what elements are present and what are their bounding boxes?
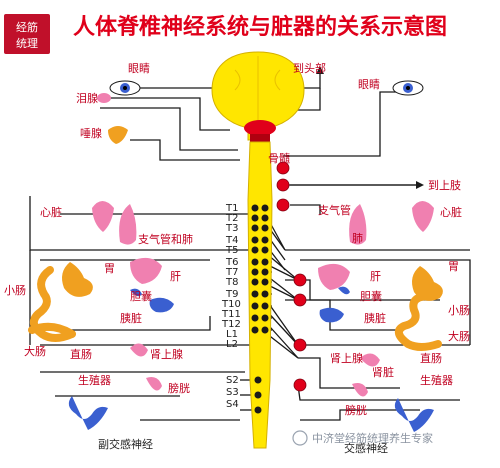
watermark: 中济堂经筋统理养生专家 xyxy=(292,430,433,446)
vertebra-labels: T1 T2 T3 T4 T5 T6 T7 T8 T9 T10 T11 T12 L… xyxy=(221,203,241,410)
small-intestine-right-icon xyxy=(394,292,442,351)
label-rectum-left: 直肠 xyxy=(70,347,92,361)
vertebra-S3: S3 xyxy=(226,387,239,398)
heart-left-icon xyxy=(92,201,114,232)
lung-left-icon xyxy=(119,204,137,245)
reproductive-right-icon xyxy=(394,398,434,432)
vertebra-T7: T7 xyxy=(225,267,238,278)
gallbladder-left-icon xyxy=(130,288,142,297)
label-heart-right: 心脏 xyxy=(440,206,462,219)
vertebra-T6: T6 xyxy=(225,257,238,268)
heart-right-icon xyxy=(412,201,434,232)
label-small-intestine-right: 小肠 xyxy=(448,304,470,317)
pancreas-right-icon xyxy=(319,307,344,323)
adrenal-left-icon xyxy=(130,343,148,357)
vertebra-L2: L2 xyxy=(226,339,238,350)
label-bronchus-right: 支气管 xyxy=(318,203,351,217)
ganglia xyxy=(276,161,307,392)
vertebra-T10: T10 xyxy=(221,299,241,310)
label-liver-right: 肝 xyxy=(370,270,381,283)
label-stomach-right: 胃 xyxy=(448,260,459,273)
vertebra-T11: T11 xyxy=(221,309,241,320)
vertebra-T5: T5 xyxy=(225,245,238,256)
label-heart-left: 心脏 xyxy=(40,206,62,219)
svg-text:统理: 统理 xyxy=(16,37,38,50)
kidney-right-icon xyxy=(360,353,380,367)
label-rectum-right: 直肠 xyxy=(420,351,442,365)
brain xyxy=(211,51,305,142)
gallbladder-right-icon xyxy=(338,286,350,295)
liver-right-icon xyxy=(318,263,350,290)
salivary-gland-icon xyxy=(108,126,128,144)
vertebra-T9: T9 xyxy=(225,289,238,300)
label-sympathetic: 交感神经 xyxy=(344,441,388,455)
liver-left-icon xyxy=(130,257,162,284)
vertebra-T4: T4 xyxy=(225,235,238,246)
stomach-left-icon xyxy=(62,262,93,297)
label-spinal-cord: 骨髓 xyxy=(268,152,290,165)
label-reproductive-left: 生殖器 xyxy=(78,373,111,387)
label-parasympathetic: 副交感神经 xyxy=(98,437,153,451)
label-salivary: 唾腺 xyxy=(80,126,102,140)
vertebra-S4: S4 xyxy=(226,399,239,410)
label-bladder-right: 膀胱 xyxy=(345,403,367,417)
stomach-right-icon xyxy=(412,266,443,301)
label-large-intestine-left: 大肠 xyxy=(24,344,46,358)
vertebra-T12: T12 xyxy=(221,319,241,330)
label-small-intestine-left: 小肠 xyxy=(4,284,26,297)
vertebra-T2: T2 xyxy=(225,213,238,224)
spine-nodes xyxy=(251,204,269,414)
arrow-to-head xyxy=(316,66,324,74)
diagram-title: 人体脊椎神经系统与脏器的关系示意图 xyxy=(73,14,447,40)
eye-right-icon xyxy=(392,80,424,96)
label-pancreas-right: 胰脏 xyxy=(364,311,386,325)
organ-labels: 眼睛 泪腺 唾腺 到头部 眼睛 骨髓 到上肢 心脏 支气管和肺 支气管 心脏 肺… xyxy=(4,61,470,455)
label-lung-right: 肺 xyxy=(352,232,363,245)
reproductive-left-icon xyxy=(68,396,108,430)
label-liver-left: 肝 xyxy=(170,270,181,283)
label-gallbladder-left: 胆囊 xyxy=(130,289,152,303)
small-intestine-left-icon xyxy=(29,266,76,342)
label-adrenal-left: 肾上腺 xyxy=(150,347,183,361)
label-pancreas-left: 胰脏 xyxy=(120,311,142,325)
label-kidney-right: 肾脏 xyxy=(372,366,394,379)
vertebra-T1: T1 xyxy=(225,203,238,214)
label-large-intestine-right: 大肠 xyxy=(448,329,470,343)
pancreas-left-icon xyxy=(149,297,174,313)
bladder-right-icon xyxy=(352,383,368,397)
label-eye-left: 眼睛 xyxy=(128,62,150,75)
logo-seal: 经筋 统理 xyxy=(4,14,50,54)
vertebra-L1: L1 xyxy=(226,329,238,340)
spinal-cord xyxy=(247,141,273,449)
vertebra-T8: T8 xyxy=(225,277,238,288)
large-intestine-left-icon xyxy=(28,322,76,338)
arrow-to-upper-limb xyxy=(416,181,424,189)
lung-right-icon xyxy=(349,204,367,245)
watermark-text: 中济堂经筋统理养生专家 xyxy=(312,431,433,445)
label-eye-right: 眼睛 xyxy=(358,78,380,91)
svg-text:经筋: 经筋 xyxy=(16,20,38,34)
label-reproductive-right: 生殖器 xyxy=(420,373,453,387)
eye-left-icon xyxy=(109,80,141,96)
label-gallbladder-right: 胆囊 xyxy=(360,289,382,303)
label-to-head: 到头部 xyxy=(293,61,326,75)
tear-gland-icon xyxy=(97,93,111,103)
vertebra-S2: S2 xyxy=(226,375,239,386)
label-stomach-left: 胃 xyxy=(104,262,115,275)
label-bronchus-lung: 支气管和肺 xyxy=(138,232,193,246)
label-to-upper-limb: 到上肢 xyxy=(428,178,461,192)
label-tear-gland: 泪腺 xyxy=(76,91,98,105)
label-bladder-left: 膀胱 xyxy=(168,381,190,395)
label-adrenal-right: 肾上腺 xyxy=(330,351,363,365)
bladder-left-icon xyxy=(146,377,162,391)
vertebra-T3: T3 xyxy=(225,223,238,234)
